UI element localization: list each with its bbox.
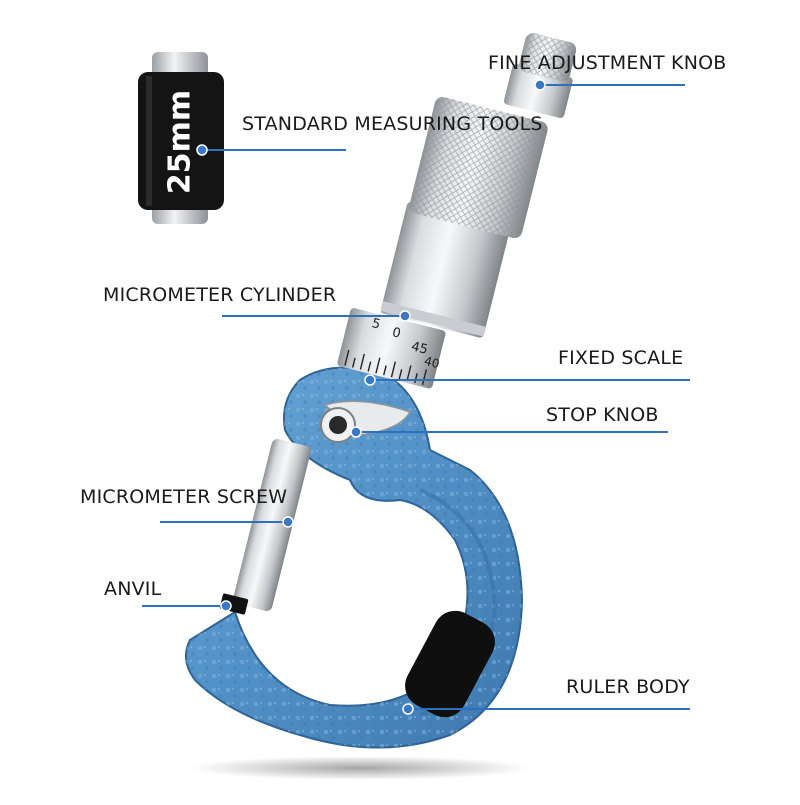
scale-number: 0 — [390, 325, 402, 342]
knurled-sleeve — [409, 97, 548, 239]
marker-dot — [402, 703, 414, 715]
ground-shadow — [190, 756, 530, 780]
fixed-scale: 5 0 45 40 — [337, 308, 446, 389]
scale-number: 45 — [410, 339, 430, 358]
gauge-block-illustration: 25mm — [138, 52, 224, 224]
micrometer-screw — [226, 438, 311, 612]
label-micrometer-cylinder: MICROMETER CYLINDER — [103, 284, 337, 306]
gauge-block-text: 25mm — [163, 90, 198, 194]
marker-dot — [399, 310, 411, 322]
marker-dot — [350, 426, 362, 438]
marker-dot — [220, 600, 232, 612]
stop-knob — [320, 400, 412, 443]
label-micrometer-screw: MICROMETER SCREW — [80, 486, 288, 508]
marker-dot — [196, 144, 208, 156]
scale-number: 40 — [423, 354, 441, 371]
marker-dot — [364, 374, 376, 386]
label-standard-measuring-tools: STANDARD MEASURING TOOLS — [242, 113, 543, 135]
marker-dot — [534, 79, 546, 91]
label-ruler-body: RULER BODY — [566, 676, 690, 698]
marker-dot — [282, 516, 294, 528]
ruler-body-frame — [185, 366, 524, 749]
insulation-pad — [405, 610, 495, 718]
label-fixed-scale: FIXED SCALE — [558, 347, 684, 369]
micrometer-cylinder — [380, 202, 510, 338]
label-anvil: ANVIL — [104, 578, 162, 600]
label-stop-knob: STOP KNOB — [546, 404, 659, 426]
fine-adjustment-knob — [503, 33, 577, 118]
label-fine-adjustment-knob: FINE ADJUSTMENT KNOB — [488, 52, 727, 74]
scale-number: 5 — [370, 316, 382, 333]
